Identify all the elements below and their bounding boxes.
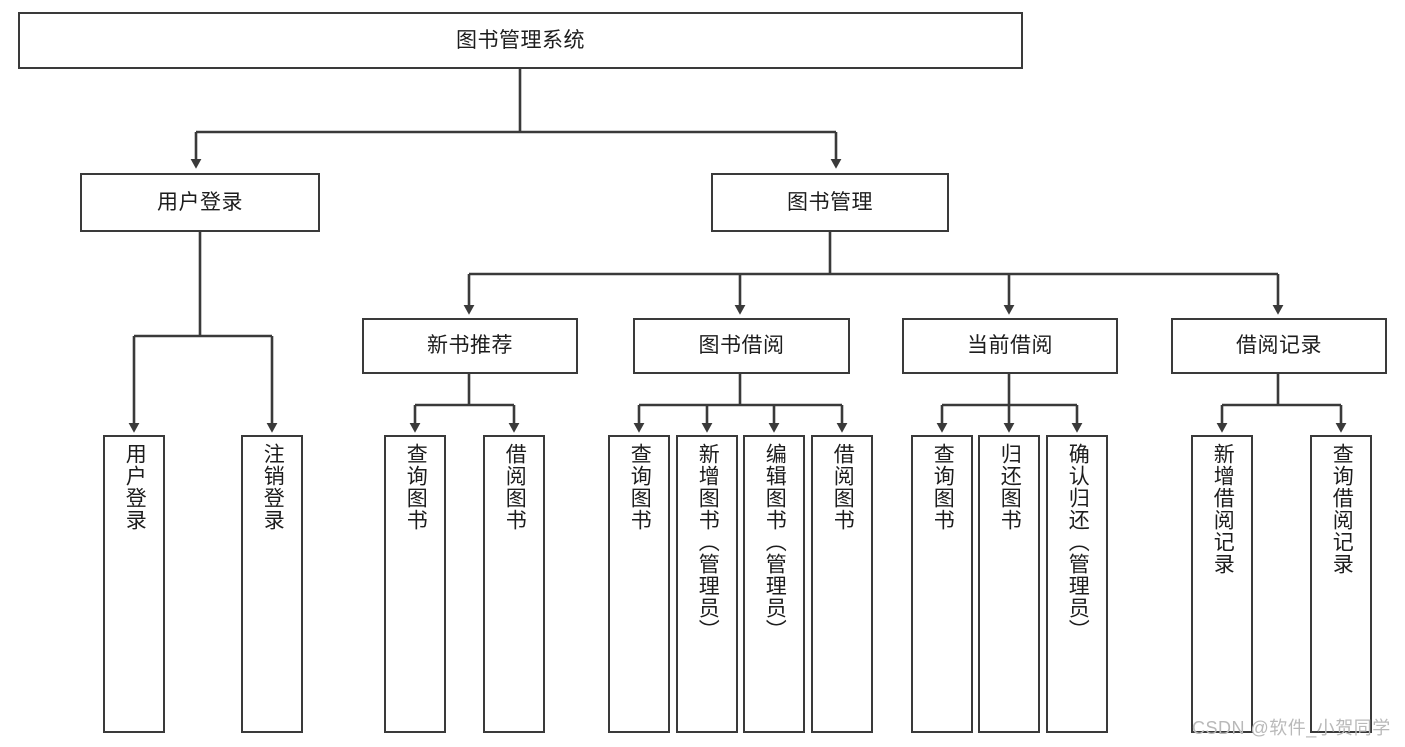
node-label: 新增借阅记录 [1211,443,1235,575]
node-label: 查询图书 [404,443,428,531]
node-book-borrow[interactable]: 图书借阅 [633,318,850,374]
node-label: 用户登录 [157,190,243,214]
node-label: 用户登录 [123,443,147,531]
node-label: 借阅记录 [1236,334,1322,358]
leaf-borrow-record-add[interactable]: 新增借阅记录 [1191,435,1253,733]
leaf-book-borrow-edit[interactable]: 编辑图书（管理员） [743,435,805,733]
node-current-borrow[interactable]: 当前借阅 [902,318,1118,374]
leaf-user-login-logout[interactable]: 注销登录 [241,435,303,733]
node-label: 查询借阅记录 [1330,443,1354,575]
node-label: 编辑图书（管理员） [763,443,787,641]
leaf-book-borrow-borrow[interactable]: 借阅图书 [811,435,873,733]
node-label: 当前借阅 [967,334,1053,358]
leaf-new-book-query[interactable]: 查询图书 [384,435,446,733]
node-label: 注销登录 [261,443,285,531]
node-new-book-recommend[interactable]: 新书推荐 [362,318,578,374]
node-user-login[interactable]: 用户登录 [80,173,320,232]
node-label: 查询图书 [628,443,652,531]
node-label: 新书推荐 [427,334,513,358]
node-label: 确认归还（管理员） [1066,443,1090,641]
leaf-book-borrow-add[interactable]: 新增图书（管理员） [676,435,738,733]
leaf-borrow-record-query[interactable]: 查询借阅记录 [1310,435,1372,733]
node-label: 图书借阅 [698,334,785,358]
node-label: 借阅图书 [831,443,855,531]
node-label: 借阅图书 [503,443,527,531]
leaf-current-borrow-confirm-return[interactable]: 确认归还（管理员） [1046,435,1108,733]
node-label: 查询图书 [931,443,955,531]
leaf-book-borrow-query[interactable]: 查询图书 [608,435,670,733]
node-label: 归还图书 [998,443,1022,531]
node-label: 图书管理 [787,190,873,214]
leaf-new-book-borrow[interactable]: 借阅图书 [483,435,545,733]
node-label: 新增图书（管理员） [696,443,720,641]
node-root-library-system[interactable]: 图书管理系统 [18,12,1023,69]
node-label: 图书管理系统 [456,28,585,52]
node-borrow-record[interactable]: 借阅记录 [1171,318,1387,374]
node-book-management[interactable]: 图书管理 [711,173,949,232]
leaf-current-borrow-query[interactable]: 查询图书 [911,435,973,733]
leaf-user-login-login[interactable]: 用户登录 [103,435,165,733]
leaf-current-borrow-return[interactable]: 归还图书 [978,435,1040,733]
